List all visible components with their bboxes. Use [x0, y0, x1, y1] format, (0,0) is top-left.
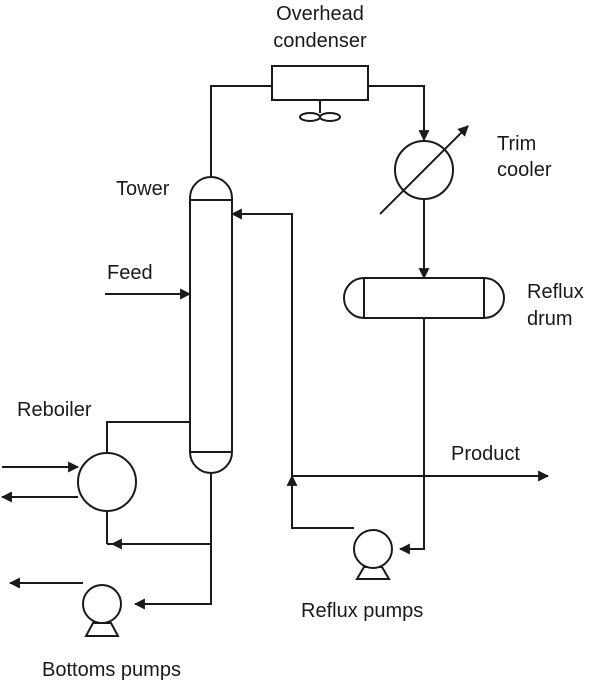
- label-drum: drum: [527, 308, 573, 330]
- reflux-return-line: [230, 208, 293, 476]
- trim-cooler: [379, 125, 469, 215]
- drum-to-reflux-pump-line: [398, 318, 425, 555]
- reflux-drum-vessel: [343, 277, 505, 319]
- reflux-pump-discharge-line: [286, 474, 354, 529]
- bottoms-pump-body: [82, 584, 122, 624]
- tower-vessel: [189, 176, 233, 474]
- label-cooler: cooler: [497, 159, 552, 181]
- reflux-pump-body: [353, 529, 393, 569]
- condenser-box: [271, 65, 369, 101]
- label-reflux-pumps: Reflux pumps: [301, 600, 423, 622]
- label-product: Product: [451, 443, 520, 465]
- trim-cooler-diagonal-arrow: [379, 125, 469, 215]
- label-bottoms-pumps: Bottoms pumps: [42, 659, 181, 681]
- tower-bottoms-line: [133, 473, 212, 610]
- reboiler: [77, 452, 137, 512]
- reflux-drum: [343, 277, 505, 319]
- label-reflux: Reflux: [527, 281, 584, 303]
- bottoms-pump-base: [84, 622, 120, 637]
- fan-icon: [299, 112, 341, 122]
- label-feed: Feed: [107, 262, 153, 284]
- label-condenser: condenser: [273, 30, 367, 52]
- label-tower: Tower: [116, 178, 170, 200]
- condenser-outlet-line: [368, 85, 430, 142]
- reboiler-body: [77, 452, 137, 512]
- overhead-vapor-line: [210, 85, 272, 177]
- reflux-pump: [353, 529, 393, 580]
- overhead-condenser: [271, 65, 369, 122]
- reboiler-vapor-return-line: [106, 421, 190, 453]
- label-trim: Trim: [497, 133, 536, 155]
- label-reboiler: Reboiler: [17, 399, 92, 421]
- tower: [189, 176, 233, 474]
- bottoms-pump: [82, 584, 122, 637]
- label-overhead: Overhead: [276, 3, 364, 25]
